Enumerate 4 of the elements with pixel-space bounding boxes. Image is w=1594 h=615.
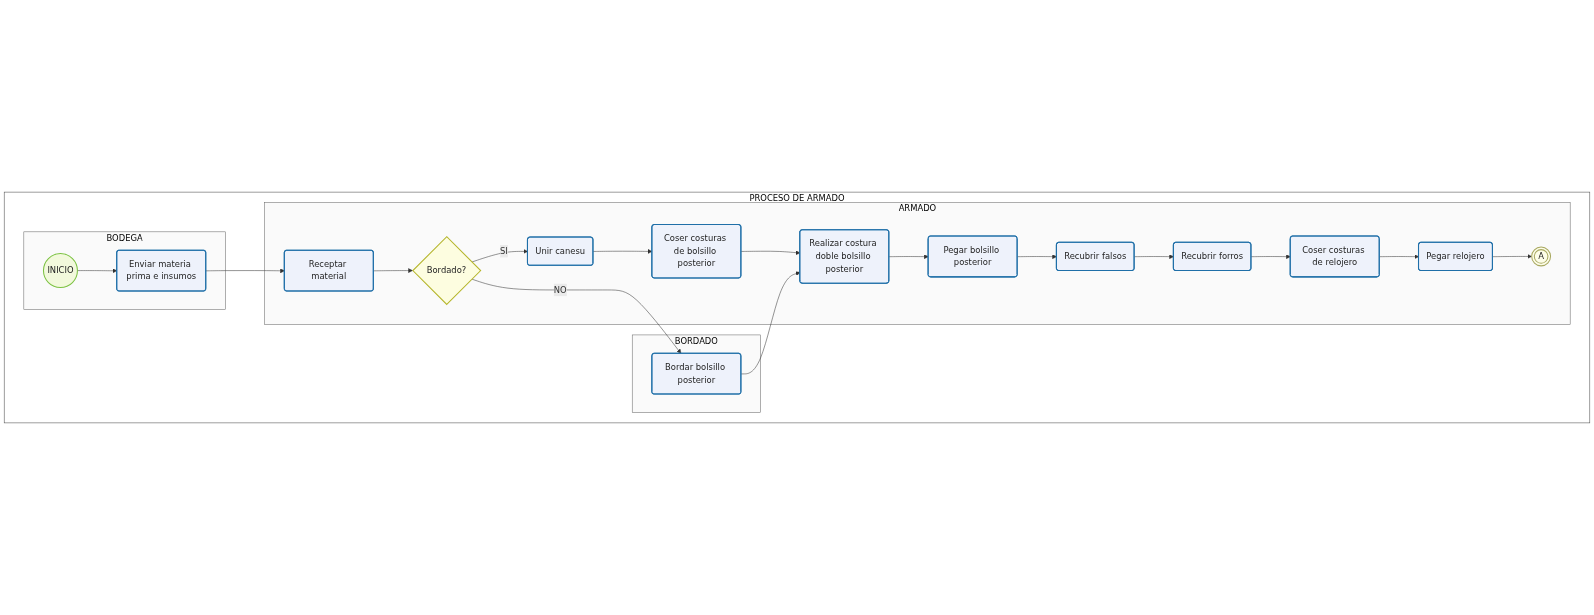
edge-label: NO	[553, 284, 567, 295]
node-circle: INICIO	[42, 253, 78, 289]
edge-label: SI	[500, 245, 508, 256]
node-diamond: Bordado?	[412, 235, 482, 306]
